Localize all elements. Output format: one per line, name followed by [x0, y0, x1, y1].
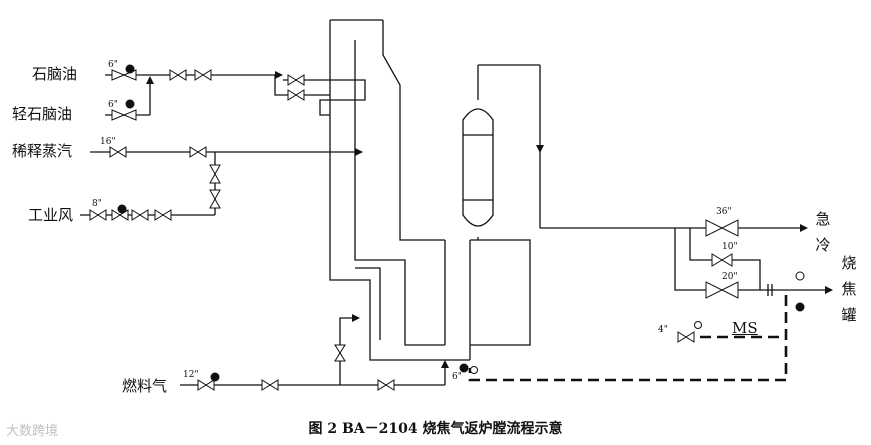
valve-fuel-1[interactable] — [197, 379, 215, 391]
valve-air-vertical-1[interactable] — [209, 164, 221, 184]
valve-naphtha-2[interactable] — [169, 69, 187, 81]
valve-fuel-3[interactable] — [377, 379, 395, 391]
size-light-naphtha: 6" — [108, 100, 118, 110]
size-dilution-steam: 16" — [100, 137, 116, 147]
label-naphtha: 石脑油 — [32, 65, 78, 83]
valve-naphtha-3[interactable] — [194, 69, 212, 81]
label-ms: MS — [732, 319, 758, 337]
flow-instrument-naphtha — [125, 64, 135, 74]
size-burner: 6" — [452, 372, 462, 382]
pressure-gauge-decoke — [795, 271, 805, 281]
label-decoke-char-2: 焦 — [841, 280, 857, 298]
valve-naphtha-4[interactable] — [287, 74, 305, 86]
valve-ms[interactable] — [677, 331, 695, 343]
flow-instrument-light-naphtha — [125, 99, 135, 109]
size-naphtha: 6" — [108, 60, 118, 70]
size-industrial-air: 8" — [92, 199, 102, 209]
valve-quench-36[interactable] — [705, 219, 739, 237]
valve-fuel-2[interactable] — [261, 379, 279, 391]
size-fuel-gas: 12" — [183, 370, 199, 380]
outlet-manifold — [674, 224, 833, 294]
flow-instrument-air — [117, 204, 127, 214]
label-decoke-char-1: 烧 — [841, 254, 857, 272]
valve-air-1[interactable] — [89, 209, 107, 221]
label-decoke-tank: 烧 焦 罐 — [840, 250, 858, 328]
label-quench-char-2: 冷 — [815, 236, 831, 254]
size-bypass: 10" — [722, 242, 738, 252]
valve-bypass-10[interactable] — [711, 253, 733, 267]
fuel-gas-lines — [180, 314, 449, 386]
valve-symbols — [89, 64, 805, 391]
ms-dashed-return — [468, 295, 788, 382]
valve-steam-2[interactable] — [189, 146, 207, 158]
flow-instrument-fuel — [210, 372, 220, 382]
naphtha-lines — [105, 71, 366, 116]
figure-caption: 图 2 BA－2104 烧焦气返炉膛流程示意 — [308, 421, 563, 437]
valve-decoke-20[interactable] — [705, 281, 739, 299]
decoke-drum — [462, 64, 675, 240]
pressure-gauge-ms — [694, 321, 702, 329]
label-decoke-char-3: 罐 — [841, 306, 857, 324]
valve-light-naphtha[interactable] — [111, 109, 137, 121]
valve-naphtha-5[interactable] — [287, 89, 305, 101]
pressure-gauge-burner — [470, 366, 478, 374]
watermark: 大数跨境 — [6, 424, 59, 439]
valve-fuel-vertical[interactable] — [334, 344, 346, 362]
valve-steam-1[interactable] — [109, 146, 127, 158]
valve-air-vertical-2[interactable] — [209, 189, 221, 209]
label-industrial-air: 工业风 — [28, 206, 74, 224]
furnace-outline — [329, 19, 531, 361]
flow-instrument-burner — [459, 363, 469, 373]
label-quench-char-1: 急 — [815, 210, 831, 228]
flow-instrument-decoke — [795, 302, 805, 312]
label-quench: 急 冷 — [814, 206, 832, 258]
size-decoke: 20" — [722, 272, 738, 282]
label-fuel-gas: 燃料气 — [122, 377, 168, 395]
label-light-naphtha: 轻石脑油 — [12, 105, 73, 123]
valve-naphtha-1[interactable] — [111, 69, 137, 81]
size-ms: 4" — [658, 325, 668, 335]
valve-air-4[interactable] — [154, 209, 172, 221]
size-quench: 36" — [716, 207, 732, 217]
valve-air-3[interactable] — [131, 209, 149, 221]
label-dilution-steam: 稀释蒸汽 — [12, 142, 73, 160]
